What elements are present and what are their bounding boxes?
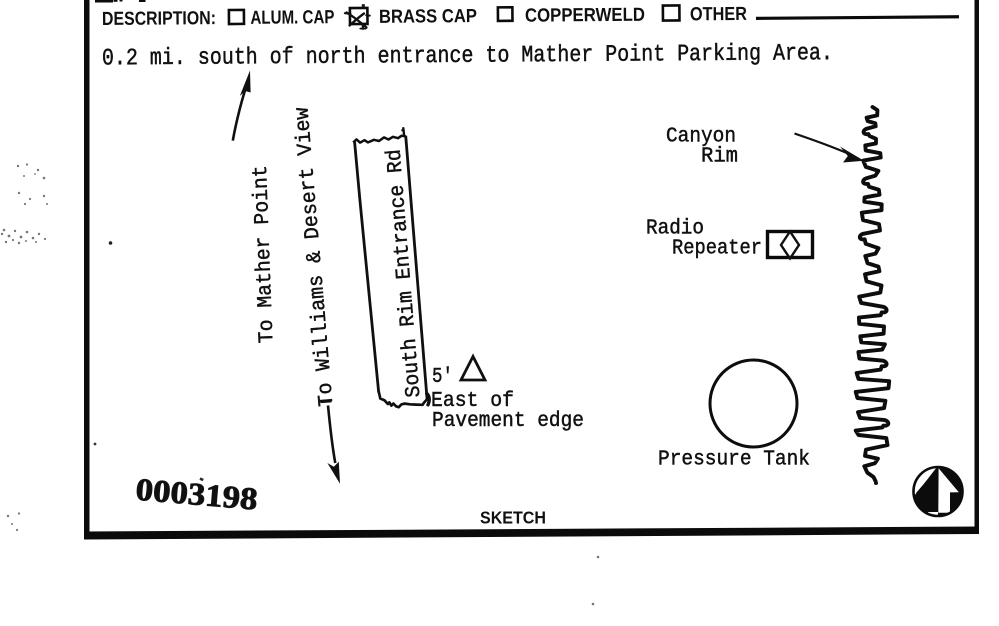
svg-text:East of: East of bbox=[431, 390, 514, 413]
svg-text:BRASS CAP: BRASS CAP bbox=[379, 6, 477, 28]
svg-text:DESCRIPTION:: DESCRIPTION: bbox=[102, 8, 216, 30]
svg-text:ALUM. CAP: ALUM. CAP bbox=[250, 7, 334, 29]
svg-text:Pressure Tank: Pressure Tank bbox=[658, 449, 810, 472]
svg-text:0.2 mi. south of north entranc: 0.2 mi. south of north entrance to Mathe… bbox=[102, 40, 833, 72]
svg-text:COPPERWELD: COPPERWELD bbox=[525, 5, 645, 27]
svg-text:Canyon: Canyon bbox=[666, 126, 736, 149]
svg-text:0003198: 0003198 bbox=[134, 472, 259, 517]
svg-text:OTHER: OTHER bbox=[690, 4, 747, 25]
svg-text:Repeater: Repeater bbox=[672, 238, 762, 261]
svg-text:SKETCH: SKETCH bbox=[480, 508, 546, 528]
svg-text:Rim: Rim bbox=[701, 146, 738, 169]
svg-text:Pavement edge: Pavement edge bbox=[432, 410, 584, 433]
svg-text:South Rim Entrance Rd: South Rim Entrance Rd bbox=[384, 148, 427, 398]
svg-text:5': 5' bbox=[432, 366, 453, 389]
svg-text:To Williams & Desert View: To Williams & Desert View bbox=[291, 106, 339, 407]
svg-text:To Mather Point: To Mather Point bbox=[250, 165, 280, 344]
svg-text:Radio: Radio bbox=[646, 218, 704, 241]
